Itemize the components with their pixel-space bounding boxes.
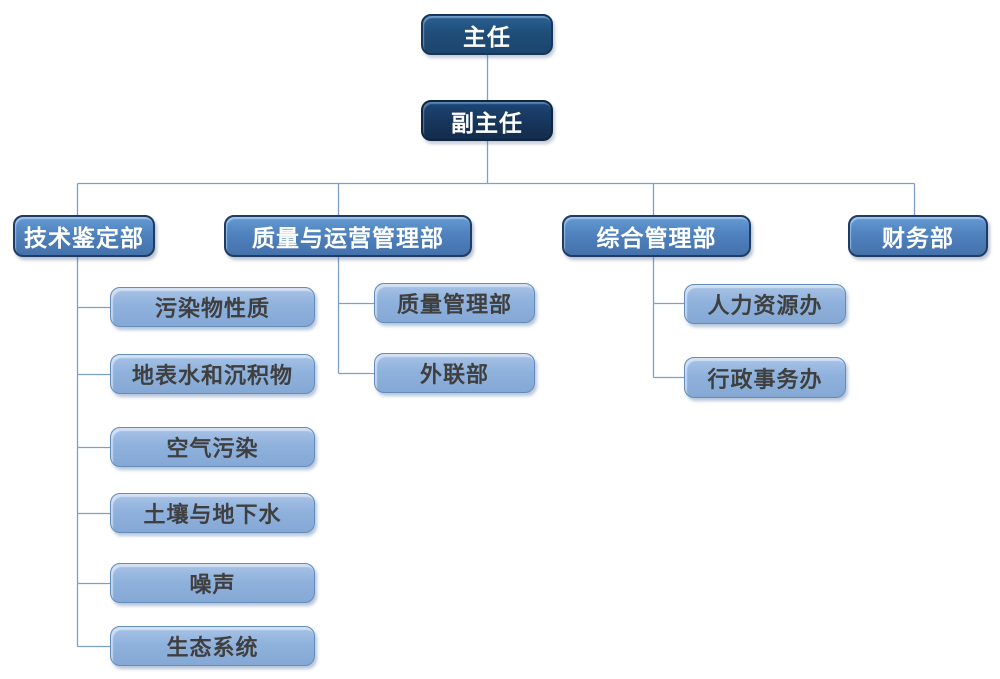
node-sub-administrative-affairs: 行政事务办 bbox=[684, 357, 846, 398]
node-sub-soil-groundwater: 土壤与地下水 bbox=[110, 493, 315, 533]
node-deputy-director: 副主任 bbox=[421, 100, 553, 141]
node-sub-noise: 噪声 bbox=[110, 563, 315, 603]
node-sub-pollutant-properties: 污染物性质 bbox=[110, 287, 315, 327]
node-director: 主任 bbox=[421, 14, 553, 55]
node-dept-quality-operations: 质量与运营管理部 bbox=[224, 215, 472, 257]
node-sub-external-liaison: 外联部 bbox=[374, 353, 535, 393]
node-sub-ecosystem: 生态系统 bbox=[110, 626, 315, 666]
node-sub-surface-water-sediment: 地表水和沉积物 bbox=[110, 354, 315, 394]
node-dept-technical-appraisal: 技术鉴定部 bbox=[13, 215, 155, 257]
node-dept-general-management: 综合管理部 bbox=[562, 215, 751, 257]
node-dept-finance: 财务部 bbox=[848, 215, 988, 257]
node-sub-quality-management: 质量管理部 bbox=[374, 283, 535, 323]
node-sub-human-resources: 人力资源办 bbox=[684, 284, 846, 324]
node-sub-air-pollution: 空气污染 bbox=[110, 427, 315, 467]
